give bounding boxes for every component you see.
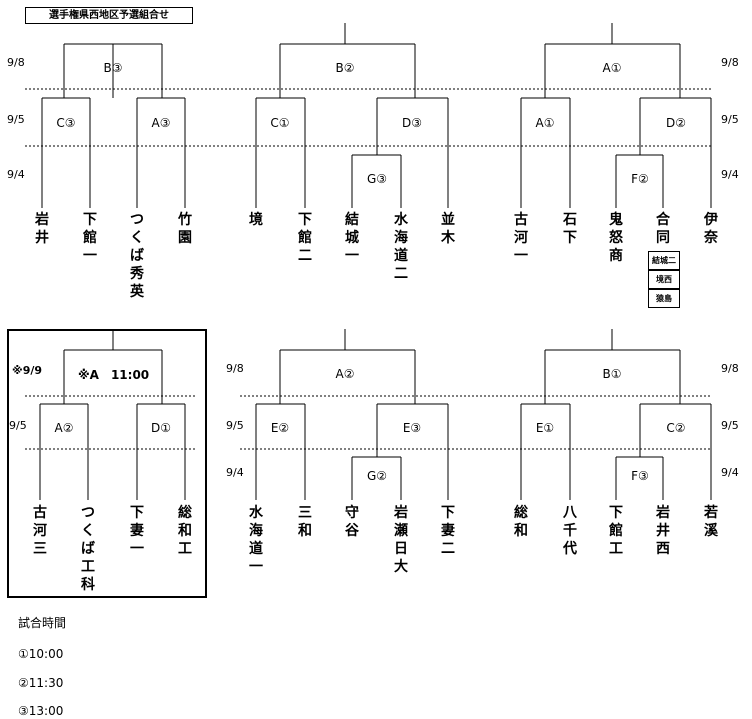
- special-match-box: [7, 329, 207, 598]
- date-label-bot-95-right: 9/5: [721, 419, 739, 432]
- date-label-top-94-left: 9/4: [7, 168, 25, 181]
- match-label-bot-mid-qf: G②: [366, 469, 388, 483]
- match-label-top-left-final: B③: [103, 61, 123, 75]
- joint-team-member: 猿島: [648, 289, 680, 308]
- date-label-bot-94-right: 9/4: [721, 466, 739, 479]
- bracket-bot-left-final: [63, 329, 163, 404]
- joint-team-member: 結城二: [648, 251, 680, 270]
- bracket-top-mid-qf: [351, 154, 402, 208]
- schedule-item: ③13:00: [18, 704, 64, 718]
- bracket-bot-mid-semi-l: [255, 403, 306, 500]
- schedule-item: ①10:00: [18, 647, 64, 661]
- bracket-top-right-semi-r: [639, 97, 712, 208]
- team-top-10: 古河一: [514, 212, 528, 264]
- match-label-top-right-semi-r: D②: [666, 116, 686, 130]
- team-top-7: 結城一: [345, 212, 359, 264]
- match-label-bot-right-semi-r: C②: [666, 421, 686, 435]
- match-label-top-mid-semi-r: D③: [402, 116, 422, 130]
- team-top-6: 下館二: [298, 212, 312, 264]
- team-top-9: 並木: [441, 212, 455, 246]
- team-bot-12: 下館工: [609, 505, 623, 557]
- date-label-top-94-right: 9/4: [721, 168, 739, 181]
- bracket-top-mid-semi-r: [376, 97, 449, 208]
- date-label-bot-98-left: 9/8: [226, 362, 244, 375]
- team-bot-2: つくば工科: [81, 505, 95, 593]
- team-bot-9: 下妻二: [441, 505, 455, 557]
- bracket-bot-mid-final: [279, 329, 416, 404]
- date-label-top-95-right: 9/5: [721, 113, 739, 126]
- solid-bracket: [39, 23, 712, 500]
- date-label-bot-95-left: 9/5: [226, 419, 244, 432]
- team-top-13: 合同: [656, 212, 670, 246]
- bracket-top-right-qf: [615, 154, 664, 208]
- team-bot-14: 若溪: [704, 505, 718, 539]
- bracket-top-right-final: [544, 23, 681, 98]
- date-label-bot-94-left: 9/4: [226, 466, 244, 479]
- bracket-bot-mid-qf: [351, 456, 402, 500]
- bracket-bot-left-semi-l: [39, 403, 89, 500]
- match-label-top-left-semi-l: C③: [56, 116, 76, 130]
- team-bot-7: 守谷: [345, 505, 359, 539]
- bracket-top-left-semi-r: [136, 97, 186, 208]
- special-slot-label: ※A 11:00: [78, 368, 150, 382]
- team-bot-3: 下妻一: [130, 505, 144, 557]
- bracket-bot-right-semi-l: [520, 403, 571, 500]
- bracket-bot-right-qf: [615, 456, 664, 500]
- match-label-top-mid-qf: G③: [366, 172, 388, 186]
- match-label-top-right-final: A①: [602, 61, 622, 75]
- match-label-top-right-qf: F②: [631, 172, 649, 186]
- date-label-special-99: ※9/9: [12, 364, 43, 377]
- team-top-1: 岩井: [35, 212, 49, 246]
- bracket-bot-mid-semi-r: [376, 403, 449, 500]
- bracket-bot-right-final: [544, 329, 681, 404]
- page-title: 選手権県西地区予選組合せ: [25, 7, 193, 24]
- team-top-4: 竹園: [178, 212, 192, 246]
- team-top-8: 水海道二: [394, 212, 408, 282]
- dashed-date-lines: [25, 88, 711, 450]
- match-label-bot-mid-semi-r: E③: [402, 421, 422, 435]
- match-label-bot-right-semi-l: E①: [535, 421, 555, 435]
- bracket-bot-right-semi-r: [639, 403, 712, 500]
- bracket-top-left-semi-l: [41, 97, 91, 208]
- match-label-bot-mid-semi-l: E②: [270, 421, 290, 435]
- date-label-top-98-right: 9/8: [721, 56, 739, 69]
- bracket-bot-left-semi-r: [136, 403, 186, 500]
- team-bot-5: 水海道一: [249, 505, 263, 575]
- team-bot-11: 八千代: [563, 505, 577, 557]
- match-label-bot-left-semi-l: A②: [54, 421, 74, 435]
- match-label-top-mid-final: B②: [335, 61, 355, 75]
- match-label-top-right-semi-l: A①: [535, 116, 555, 130]
- bracket-top-mid-final: [279, 23, 416, 98]
- bracket-top-right-semi-l: [520, 97, 571, 208]
- date-label-top-95-left: 9/5: [7, 113, 25, 126]
- team-top-3: つくば秀英: [130, 212, 144, 300]
- team-bot-6: 三和: [298, 505, 312, 539]
- team-bot-8: 岩瀬日大: [394, 505, 408, 575]
- team-top-5: 境: [249, 212, 263, 228]
- match-label-top-left-semi-r: A③: [151, 116, 171, 130]
- team-bot-10: 総和: [514, 505, 528, 539]
- team-top-12: 鬼怒商: [609, 212, 623, 264]
- team-bot-1: 古河三: [33, 505, 47, 557]
- date-label-top-98-left: 9/8: [7, 56, 25, 69]
- date-label-special-95: 9/5: [9, 419, 27, 432]
- schedule-item: ②11:30: [18, 676, 64, 690]
- bracket-top-mid-semi-l: [255, 97, 306, 208]
- match-label-bot-right-qf: F③: [631, 469, 649, 483]
- match-label-bot-left-semi-r: D①: [151, 421, 171, 435]
- match-label-bot-mid-final: A②: [335, 367, 355, 381]
- match-label-top-mid-semi-l: C①: [270, 116, 290, 130]
- schedule-heading: 試合時間: [18, 616, 67, 630]
- date-label-bot-98-right: 9/8: [721, 362, 739, 375]
- bracket-top-left-final: [63, 43, 163, 98]
- team-top-2: 下館一: [83, 212, 97, 264]
- team-top-14: 伊奈: [704, 212, 718, 246]
- team-bot-13: 岩井西: [656, 505, 670, 557]
- team-top-11: 石下: [563, 212, 577, 246]
- team-bot-4: 総和工: [178, 505, 192, 557]
- joint-team-member: 境西: [648, 270, 680, 289]
- match-label-bot-right-final: B①: [602, 367, 622, 381]
